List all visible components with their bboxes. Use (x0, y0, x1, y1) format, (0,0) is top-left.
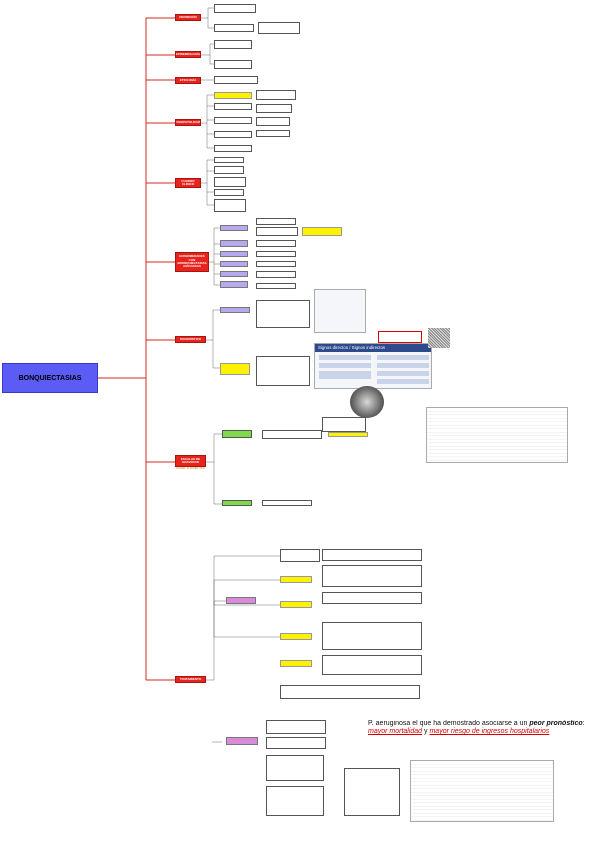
section-tratamiento[interactable]: TRATAMIENTO (175, 676, 206, 683)
section-etiologia[interactable]: ETIOLOGÍA (175, 77, 201, 84)
root-node[interactable]: BONQUIECTASIAS (2, 363, 98, 393)
diag-node-1 (220, 307, 250, 313)
grav-table (426, 407, 568, 463)
section-definicion[interactable]: DEFINICIÓN (175, 14, 201, 21)
section-fisiopatologia[interactable]: FISIOPATOLOGÍA (175, 119, 201, 126)
enf-detail-1 (256, 218, 296, 225)
enf-detail-2 (256, 227, 298, 236)
section-cuadro-clinico[interactable]: CUADRO CLÍNICO (175, 178, 201, 188)
diag-detail-2 (256, 356, 310, 386)
diag-note (378, 331, 422, 343)
caption-middle: el que ha demostrado asociarse a un (410, 720, 530, 727)
trat-node (226, 597, 256, 604)
trat-detail-4 (322, 592, 422, 604)
caption-sep: : (582, 720, 585, 727)
fisiopat-detail-4 (214, 145, 252, 152)
enf-node-5 (220, 271, 248, 277)
caption-and: y (422, 728, 430, 735)
trat-detail-2 (322, 549, 422, 561)
caption-bold: peor pronóstico (529, 720, 583, 727)
section-enfermedades[interactable]: ENFERMEDADES CON BRONQUIECTASIAS ASOCIAD… (175, 252, 209, 272)
sec-bottom-node (226, 737, 258, 745)
trat-detail-5 (322, 622, 422, 650)
grav-node-2 (222, 500, 252, 506)
caption-prefix: P. aeruginosa (368, 720, 411, 727)
trat-yellow-4 (280, 660, 312, 667)
fisiopat-detail-7 (256, 117, 290, 126)
grav-node-1 (222, 430, 252, 438)
section-diagnostico[interactable]: DIAGNÓSTICO (175, 336, 206, 343)
trat-yellow-2 (280, 601, 312, 608)
fisiopat-detail-8 (256, 130, 290, 137)
gravedad-sub: FACED / E-FACED / BSI (176, 467, 205, 471)
grav-detail-1 (262, 430, 322, 439)
fisiopat-detail-6 (256, 104, 292, 113)
ct-image-1 (428, 328, 450, 348)
grav-highlight (328, 432, 368, 437)
bottom-footnote (420, 826, 540, 830)
enf-detail-6 (256, 271, 296, 278)
trat-detail-7 (280, 685, 420, 699)
enf-node-1 (220, 225, 248, 231)
enf-detail-7 (256, 283, 296, 289)
bottom-detail-1 (266, 720, 326, 734)
trat-detail-1 (280, 549, 320, 562)
epidemio-detail-1 (214, 40, 252, 49)
bottom-detail-3 (266, 755, 324, 781)
fisiopat-detail-5 (256, 90, 296, 100)
definicion-detail-3 (258, 22, 300, 34)
diag-node-2 (220, 363, 250, 375)
fisiopat-detail-2 (214, 117, 252, 124)
caption-red-2: mayor riesgo de ingresos hospitalarios (429, 728, 550, 735)
enf-detail-5 (256, 261, 296, 267)
enf-node-3 (220, 251, 248, 257)
clinica-detail-5 (214, 199, 246, 212)
fisiopat-highlight (214, 92, 252, 99)
clinica-detail-1 (214, 157, 244, 163)
etiologia-detail (214, 76, 258, 84)
enf-node-2 (220, 240, 248, 247)
section-epidemiologia[interactable]: EPIDEMIOLOGÍA (175, 51, 201, 58)
enf-node-4 (220, 261, 248, 267)
fisiopat-detail-3 (214, 131, 252, 138)
diag-panel-1 (314, 289, 366, 333)
enf-highlight (302, 227, 342, 236)
ct-image-2 (350, 386, 384, 418)
definicion-detail-2 (214, 24, 254, 32)
bottom-detail-2 (266, 737, 326, 749)
caption-red-1: mayor mortalidad (368, 728, 423, 735)
enf-node-6 (220, 281, 248, 288)
grav-detail-3 (316, 502, 396, 506)
signos-label: Signos directos / Signos indirectos (318, 345, 386, 350)
epidemio-detail-2 (214, 60, 252, 69)
clinica-detail-2 (214, 166, 244, 174)
clinica-detail-3 (214, 177, 246, 187)
bottom-detail-4 (266, 786, 324, 816)
fisiopat-detail-1 (214, 103, 252, 110)
trat-detail-6 (322, 655, 422, 675)
definicion-detail-1 (214, 4, 256, 13)
enf-detail-3 (256, 240, 296, 247)
diag-detail-1 (256, 300, 310, 328)
bottom-table (410, 760, 554, 822)
bottom-red-label (232, 785, 262, 791)
trat-detail-3 (322, 565, 422, 587)
diag-detail-3 (322, 417, 366, 432)
clinica-detail-4 (214, 189, 244, 196)
bottom-detail-5 (344, 768, 400, 816)
section-gravedad[interactable]: ESCALAS DE GRAVEDAD (175, 455, 206, 467)
pronostico-caption: P. aeruginosa el que ha demostrado asoci… (368, 720, 592, 742)
trat-yellow-3 (280, 633, 312, 640)
enf-detail-4 (256, 251, 296, 257)
grav-detail-2 (262, 500, 312, 506)
trat-yellow-1 (280, 576, 312, 583)
signos-panel: Signos directos / Signos indirectos (314, 343, 432, 389)
